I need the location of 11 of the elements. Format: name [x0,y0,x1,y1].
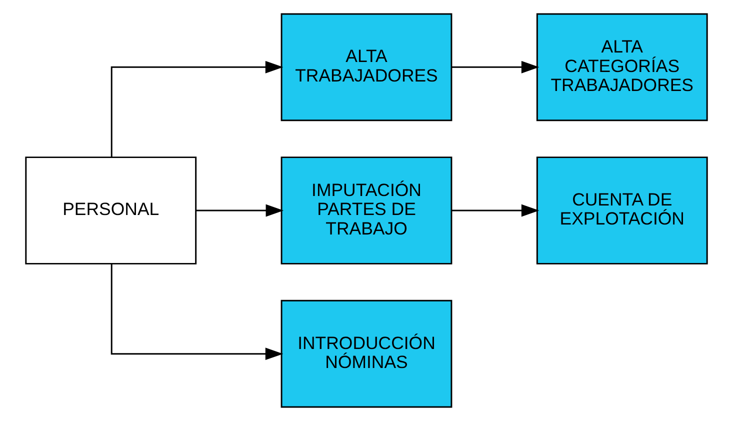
node-box: IMPUTACIÓN PARTES DE TRABAJO [280,156,452,264]
node-box: PERSONAL [24,156,196,264]
arrow [196,204,284,217]
arrow [451,60,539,74]
arrow [451,204,539,217]
node-box: CUENTA DE EXPLOTACIÓN [536,156,708,264]
node-box: ALTA CATEGORÍAS TRABAJADORES [536,13,708,122]
arrow [110,264,283,360]
arrow [110,60,283,158]
node-box: ALTA TRABAJADORES [280,13,452,122]
node-box: INTRODUCCIÓN NÓMINAS [280,300,452,408]
